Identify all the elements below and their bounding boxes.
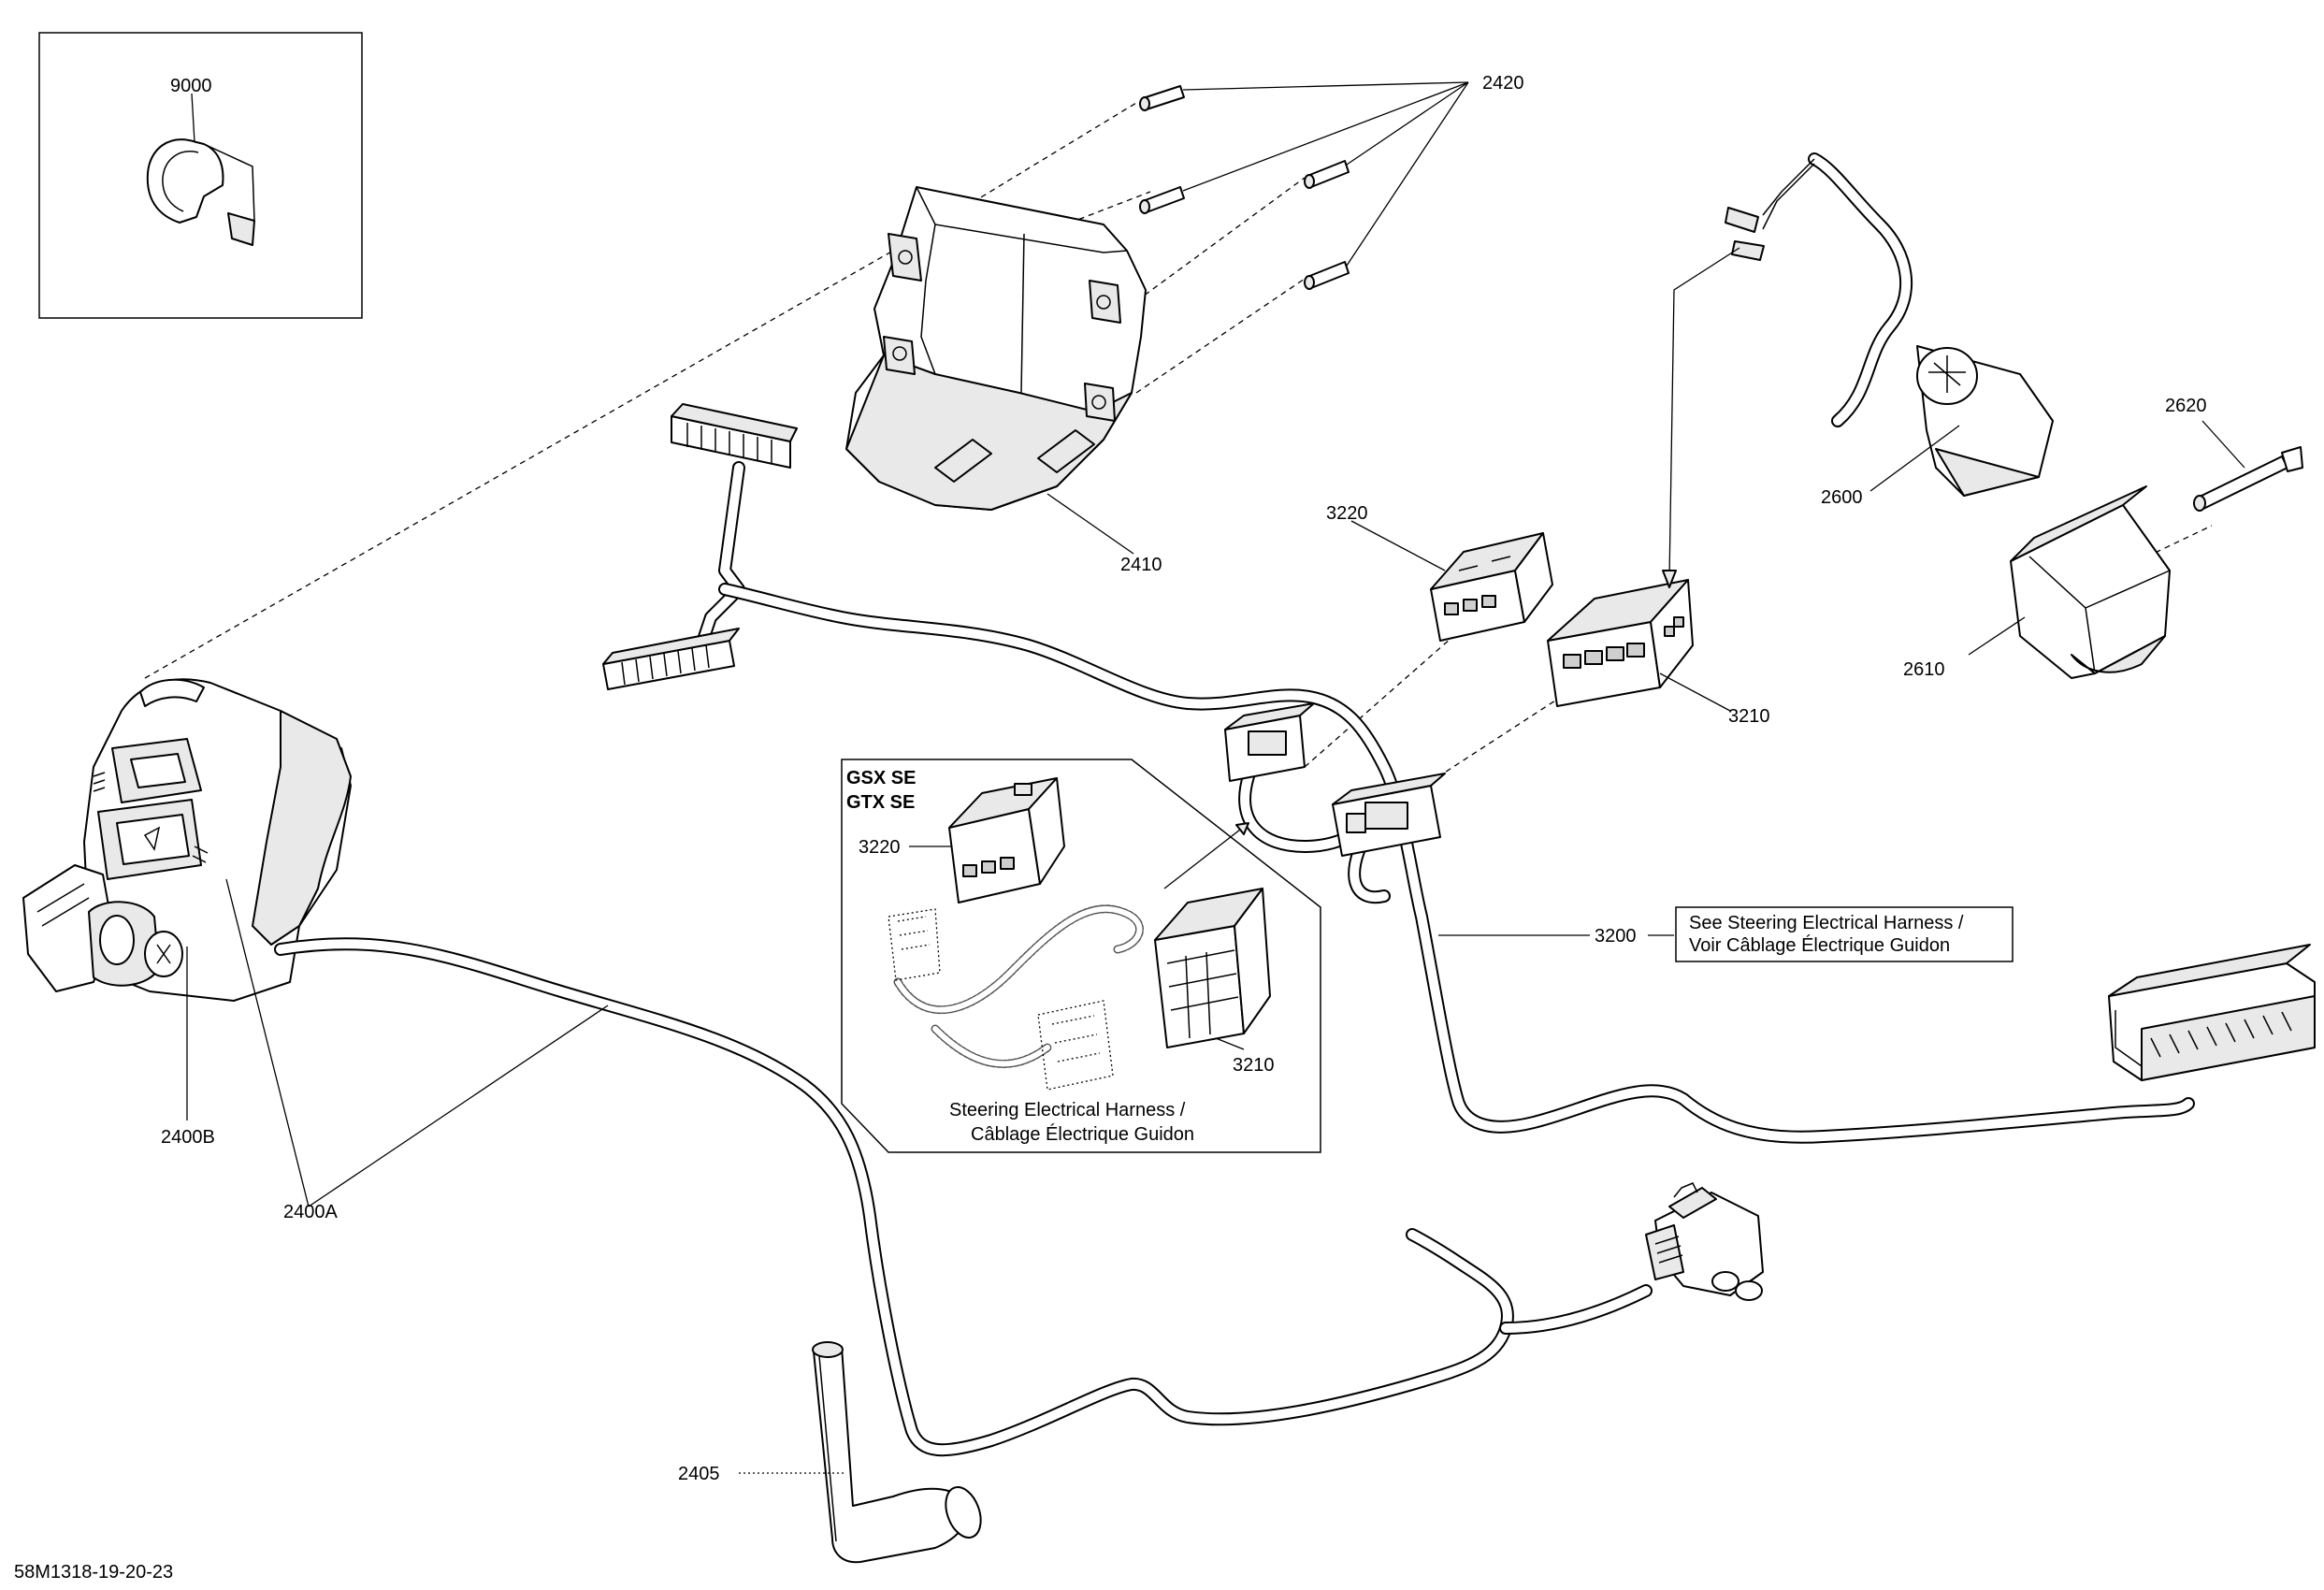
screw-3: [1304, 160, 1350, 189]
see-harness-note-line1: See Steering Electrical Harness /: [1689, 913, 1964, 933]
part-2420-screws: 2420: [1139, 73, 1524, 290]
screw-1: [1139, 85, 1185, 111]
callout-2600: 2600: [1821, 487, 1863, 508]
harness-module: [2108, 944, 2316, 1081]
part-3210-connector: 3210: [1547, 579, 1770, 727]
part-2600-switch: 2600: [1725, 152, 2054, 508]
pigtail-to-3210-arrow: [1662, 247, 1740, 588]
inset-part-3210: 3210: [1154, 888, 1275, 1076]
callout-2610: 2610: [1903, 659, 1945, 680]
part-2410-housing: 2410: [845, 186, 1162, 575]
callout-2400A: 2400A: [283, 1202, 338, 1222]
inset-part-3220: 3220: [859, 777, 1065, 903]
harness-connector-b: [1332, 773, 1446, 857]
part-2405-boot: [812, 1341, 982, 1564]
inset-caption-line2: Câblage Électrique Guidon: [971, 1123, 1194, 1145]
callout-3210: 3210: [1728, 706, 1770, 727]
part-3220-connector: 3220: [1326, 503, 1553, 642]
inset-callout-3210: 3210: [1233, 1055, 1275, 1076]
inset-callout-3220: 3220: [859, 837, 901, 858]
part-2610-cover: 2610: [1903, 485, 2171, 680]
callout-3200: 3200: [1595, 926, 1637, 947]
callout-2400B: 2400B: [161, 1127, 215, 1148]
callout-3220: 3220: [1326, 503, 1368, 524]
part-2400A-switch-housing: 2400B 2400A: [22, 678, 352, 1222]
callout-9000: 9000: [170, 76, 212, 96]
inset-model-line1: GSX SE: [846, 768, 916, 788]
inset-model-line2: GTX SE: [846, 792, 915, 813]
part-2620-pin: 2620: [2165, 396, 2303, 512]
inset-ghost-harness: [888, 904, 1144, 1091]
callout-2410: 2410: [1120, 555, 1162, 575]
harness-connector-a: [1224, 702, 1315, 782]
sub-harness-connectors: [602, 403, 798, 690]
screw-2: [1139, 186, 1185, 214]
part-3200-steering-harness: 3200 See Steering Electrical Harness / V…: [718, 583, 2316, 1144]
see-harness-note-line2: Voir Câblage Électrique Guidon: [1689, 934, 1950, 956]
part-2400A-lower-harness: 2405: [274, 937, 1764, 1564]
see-harness-note-box: [1675, 906, 2014, 962]
inset-caption-line1: Steering Electrical Harness /: [949, 1100, 1186, 1120]
callout-2405: 2405: [678, 1464, 720, 1484]
connector-10pin-upper: [671, 403, 798, 469]
connector-10pin-lower: [602, 628, 740, 690]
callout-2420: 2420: [1482, 73, 1524, 94]
callout-2620: 2620: [2165, 396, 2207, 416]
inset-model-harness: GSX SE GTX SE 3220 3210: [841, 759, 1321, 1153]
lower-harness-connector: [1645, 1182, 1764, 1301]
assembly-dash-lines: [144, 102, 2213, 801]
part-9000-trim-ring: [146, 138, 255, 246]
detail-box-9000: 9000: [38, 32, 363, 319]
drawing-id: 58M1318-19-20-23: [14, 1562, 173, 1583]
screw-4: [1304, 261, 1350, 290]
